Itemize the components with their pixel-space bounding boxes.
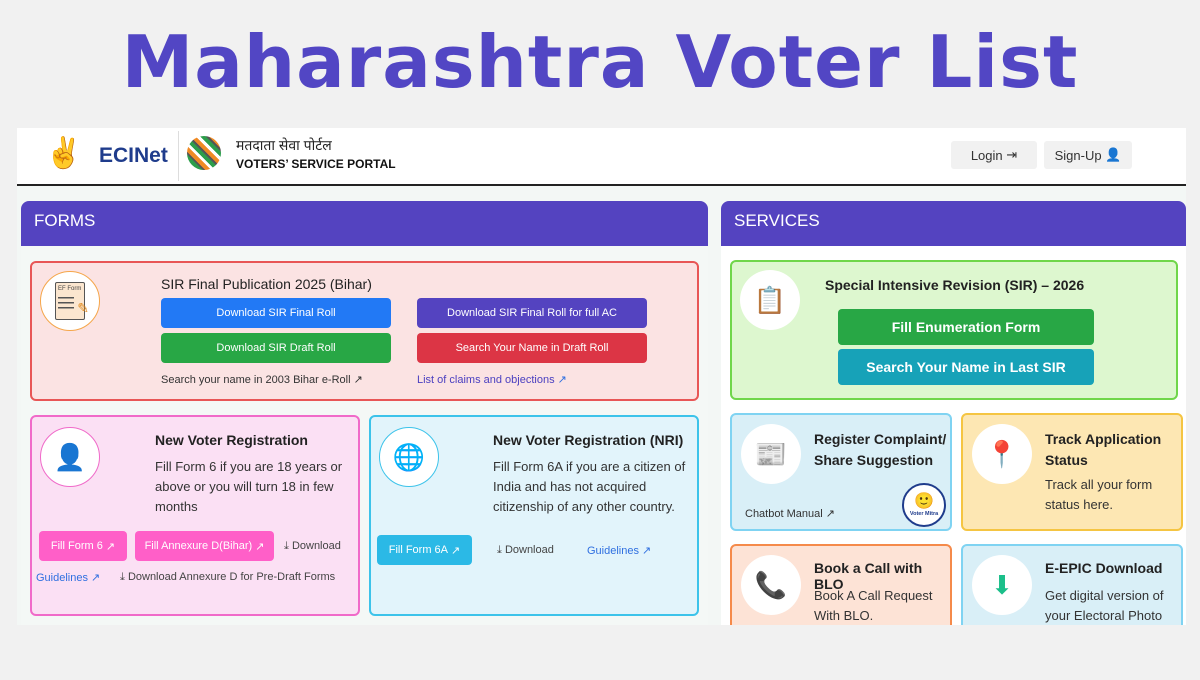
claims-objections-link[interactable]: List of claims and objections ↗ [417,374,567,386]
document-lines [58,297,74,309]
new-voter-card: 👤 New Voter Registration Fill Form 6 if … [30,415,360,616]
card-text: Track all your form status here. [1045,477,1153,512]
fill-enumeration-form-button[interactable]: Fill Enumeration Form [838,309,1094,345]
sir-document-icon: 📋 [740,270,800,330]
portal-hindi: मतदाता सेवा पोर्टल [236,137,332,153]
bihar-eroll-link[interactable]: Search your name in 2003 Bihar e-Roll ↗ [161,374,363,386]
divider [178,131,179,181]
complaint-card[interactable]: 📰 Register Complaint/ Share Suggestion C… [730,413,952,531]
fill-form-6a-button[interactable]: Fill Form 6A ↗ [377,535,472,565]
card-heading: Track Application Status [1045,431,1162,468]
card-heading: New Voter Registration (NRI) [493,432,684,448]
card-text: Book A Call Request With BLO. [814,588,933,623]
track-route-icon: 📍 [972,424,1032,484]
card-heading: New Voter Registration [155,432,308,448]
track-application-card[interactable]: 📍 Track Application Status Track all you… [961,413,1183,531]
fill-form-6-button[interactable]: Fill Form 6 ↗ [39,531,127,561]
download-icon: ⤓ [497,544,502,556]
portal-screenshot: ✌ ECINet मतदाता सेवा पोर्टल VOTERS’ SERV… [17,128,1186,625]
signup-button[interactable]: Sign-Up 👤 [1044,141,1132,169]
download-link[interactable]: ⤓ Download [284,540,341,552]
complaint-icon: 📰 [741,424,801,484]
voter-mitra-chatbot-icon[interactable]: 🙂 Voter Mitra [902,483,946,527]
portal-header: ✌ ECINet मतदाता सेवा पोर्टल VOTERS’ SERV… [17,128,1186,186]
fill-annexure-d-button[interactable]: Fill Annexure D(Bihar) ↗ [135,531,274,561]
download-icon: ⤓ [120,571,125,583]
sir-bihar-card: EF Form ✎ SIR Final Publication 2025 (Bi… [30,261,699,401]
download-link[interactable]: ⤓ Download [497,544,554,556]
phone-call-icon: 📞 [741,555,801,615]
add-user-icon: 👤 [1105,147,1122,162]
card-text: Fill Form 6 if you are 18 years or above… [155,459,343,514]
external-link-icon: ↗ [353,374,363,386]
external-link-icon: ↗ [557,374,567,386]
guidelines-link[interactable]: Guidelines ↗ [587,545,652,557]
card-heading: E-EPIC Download [1045,560,1163,576]
login-label: Login [970,147,1003,163]
download-icon: ⬇ [972,555,1032,615]
login-button[interactable]: Login ⇥ [951,141,1037,169]
chatbot-face-icon: 🙂 [914,492,934,510]
card-heading: Book a Call with BLO [814,560,923,592]
search-last-sir-button[interactable]: Search Your Name in Last SIR [838,349,1094,385]
e-epic-download-card[interactable]: ⬇ E-EPIC Download Get digital version of… [961,544,1183,625]
login-icon: ⇥ [1006,147,1018,162]
page-title: Maharashtra Voter List [121,20,1079,104]
sir-2026-card: 📋 Special Intensive Revision (SIR) – 202… [730,260,1178,400]
voter-mitra-badge-text: Voter Mitra [909,510,939,517]
portal-english: VOTERS’ SERVICE PORTAL [236,157,396,171]
card-heading: SIR Final Publication 2025 (Bihar) [161,276,372,292]
download-annexure-link[interactable]: ⤓ Download Annexure D for Pre-Draft Form… [120,571,336,583]
ef-form-document: EF Form ✎ [55,282,89,320]
download-final-roll-full-ac-button[interactable]: Download SIR Final Roll for full AC [417,298,647,328]
download-sir-final-roll-button[interactable]: Download SIR Final Roll [161,298,391,328]
card-heading: Special Intensive Revision (SIR) – 2026 [825,277,1085,293]
ballot-logo-icon [187,136,221,170]
download-icon: ⤓ [284,540,289,552]
forms-heading: FORMS [21,201,708,246]
nri-voter-icon: 🌐 [379,427,439,487]
pen-icon: ✎ [77,300,89,316]
book-call-blo-card[interactable]: 📞 Book a Call with BLO Book A Call Reque… [730,544,952,625]
add-voter-icon: 👤 [40,427,100,487]
search-draft-roll-button[interactable]: Search Your Name in Draft Roll [417,333,647,363]
card-heading: Register Complaint/ Share Suggestion [814,431,947,468]
download-sir-draft-roll-button[interactable]: Download SIR Draft Roll [161,333,391,363]
card-text: Get digital version of your Electoral Ph… [1045,588,1164,623]
ef-form-icon: EF Form ✎ [40,271,100,331]
signup-label: Sign-Up [1054,147,1102,163]
card-text: Fill Form 6A if you are a citizen of Ind… [493,459,686,514]
brand-name: ECINet [99,144,168,167]
ef-form-icon-text: EF Form [58,286,82,292]
chatbot-manual-link[interactable]: Chatbot Manual ↗ [745,508,835,520]
ecinet-logo-icon: ✌ [45,137,83,170]
guidelines-link[interactable]: Guidelines ↗ [36,572,101,584]
services-heading: SERVICES [721,201,1186,246]
nri-voter-card: 🌐 New Voter Registration (NRI) Fill Form… [369,415,699,616]
